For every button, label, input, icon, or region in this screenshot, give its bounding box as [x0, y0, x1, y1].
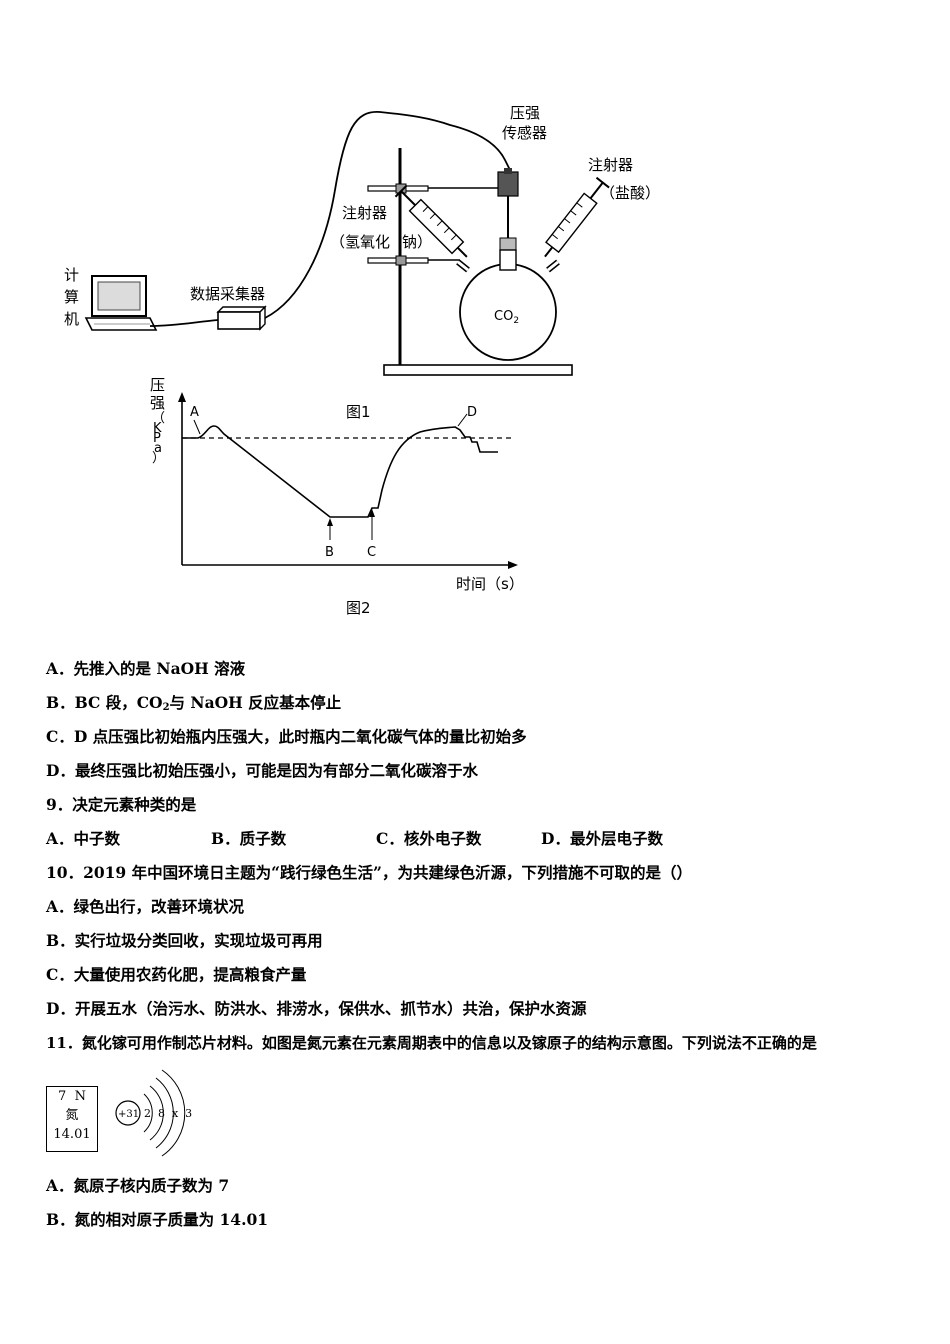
q10-option-c: C．大量使用农药化肥，提高粮食产量	[46, 965, 307, 984]
q8-option-c: C．D 点压强比初始瓶内压强大，此时瓶内二氧化碳气体的量比初始多	[46, 727, 527, 746]
q9-option-b: B．质子数	[211, 829, 287, 848]
computer-label-1: 计	[64, 266, 79, 284]
q11-option-b: B．氮的相对原子质量为 14.01	[46, 1210, 269, 1229]
experiment-figures: 计 算 机 数据采集器 压强 传感器 CO2	[64, 104, 660, 617]
q8-option-a: A．先推入的是 NaOH 溶液	[46, 659, 246, 678]
y-label-5: P	[153, 431, 161, 446]
y-label-1: 压	[150, 376, 165, 394]
q8-option-b: B．BC 段，CO2与 NaOH 反应基本停止	[46, 693, 341, 718]
computer-label-3: 机	[64, 310, 79, 328]
data-collector-icon	[216, 305, 267, 331]
syringe-right-content: （盐酸）	[600, 184, 660, 202]
element-name: 氮	[65, 1108, 79, 1123]
syringe-right-label: 注射器	[588, 156, 633, 174]
cable-computer	[149, 319, 219, 327]
q10-stem: 10．2019 年中国环境日主题为“践行绿色生活”，为共建绿色沂源，下列措施不可…	[46, 863, 692, 882]
syringe-left-content-b: 钠）	[402, 233, 432, 251]
point-label-a: A	[190, 405, 199, 420]
element-symbol: N	[74, 1089, 86, 1104]
point-label-c: C	[367, 545, 376, 560]
flask-content-label: CO2	[494, 309, 519, 326]
computer-icon	[84, 275, 158, 331]
cable-sensor	[264, 111, 512, 319]
flask-icon	[456, 249, 560, 361]
shell-3	[155, 1077, 174, 1149]
pressure-sensor-icon	[497, 168, 519, 253]
q10-option-b: B．实行垃圾分类回收，实现垃圾可再用	[46, 931, 323, 950]
y-label-3: （	[152, 411, 165, 426]
q10-option-a: A．绿色出行，改善环境状况	[46, 897, 245, 916]
element-mass: 14.01	[53, 1127, 91, 1142]
y-label-6: a	[154, 441, 162, 456]
syringe-left-label: 注射器	[342, 204, 387, 222]
y-axis-arrow	[178, 392, 186, 402]
y-label-7: ）	[152, 451, 165, 466]
nucleus-circle	[115, 1100, 141, 1126]
x-axis-arrow	[508, 561, 518, 569]
arrow-a	[193, 419, 201, 435]
x-label: 时间（s）	[456, 575, 524, 593]
periodic-table-cell: 7 N 氮 14.01	[46, 1086, 98, 1152]
arrow-d	[457, 413, 468, 427]
figure2-caption: 图2	[346, 599, 371, 617]
point-label-d: D	[467, 405, 477, 420]
shell-2	[149, 1085, 164, 1141]
shell-electrons: 2 8 x 3	[144, 1107, 192, 1120]
q9-stem: 9．决定元素种类的是	[46, 795, 197, 814]
shell-4	[161, 1069, 186, 1157]
computer-label-2: 算	[64, 288, 79, 306]
q8-option-b-pre: B．BC 段，CO	[46, 693, 163, 712]
element-number: 7	[58, 1089, 67, 1104]
sensor-label-2: 传感器	[502, 124, 547, 142]
point-label-b: B	[325, 545, 334, 560]
collector-label: 数据采集器	[190, 285, 265, 303]
q10-option-d: D．开展五水（治污水、防洪水、排涝水，保供水、抓节水）共治，保护水资源	[46, 999, 587, 1018]
element-header: 7 N	[47, 1087, 97, 1106]
q9-option-a: A．中子数	[46, 829, 121, 848]
nucleus-charge: +31	[118, 1109, 139, 1120]
q11-option-a: A．氮原子核内质子数为 7	[46, 1176, 230, 1195]
q9-options: A．中子数 B．质子数 C．核外电子数 D．最外层电子数	[46, 829, 746, 849]
syringe-naoh-icon	[394, 184, 468, 258]
q8-option-b-post: 与 NaOH 反应基本停止	[169, 693, 342, 712]
q11-stem: 11．氮化镓可用作制芯片材料。如图是氮元素在元素周期表中的信息以及镓原子的结构示…	[46, 1034, 817, 1052]
shell-1	[143, 1093, 153, 1133]
q9-option-c: C．核外电子数	[376, 829, 482, 848]
sensor-label-1: 压强	[510, 104, 540, 122]
q8-option-b-sub: 2	[162, 702, 170, 713]
y-label-4: K	[153, 421, 162, 436]
pressure-graph	[178, 392, 518, 569]
y-label-2: 强	[150, 394, 165, 412]
syringe-hcl-icon	[544, 176, 610, 258]
syringe-left-content-a: （氢氧化	[330, 233, 390, 251]
q8-option-d: D．最终压强比初始压强小，可能是因为有部分二氧化碳溶于水	[46, 761, 478, 780]
iron-stand	[367, 148, 573, 376]
q9-option-d: D．最外层电子数	[541, 829, 663, 848]
figure1-caption: 图1	[346, 403, 371, 421]
pressure-curve	[182, 425, 498, 518]
